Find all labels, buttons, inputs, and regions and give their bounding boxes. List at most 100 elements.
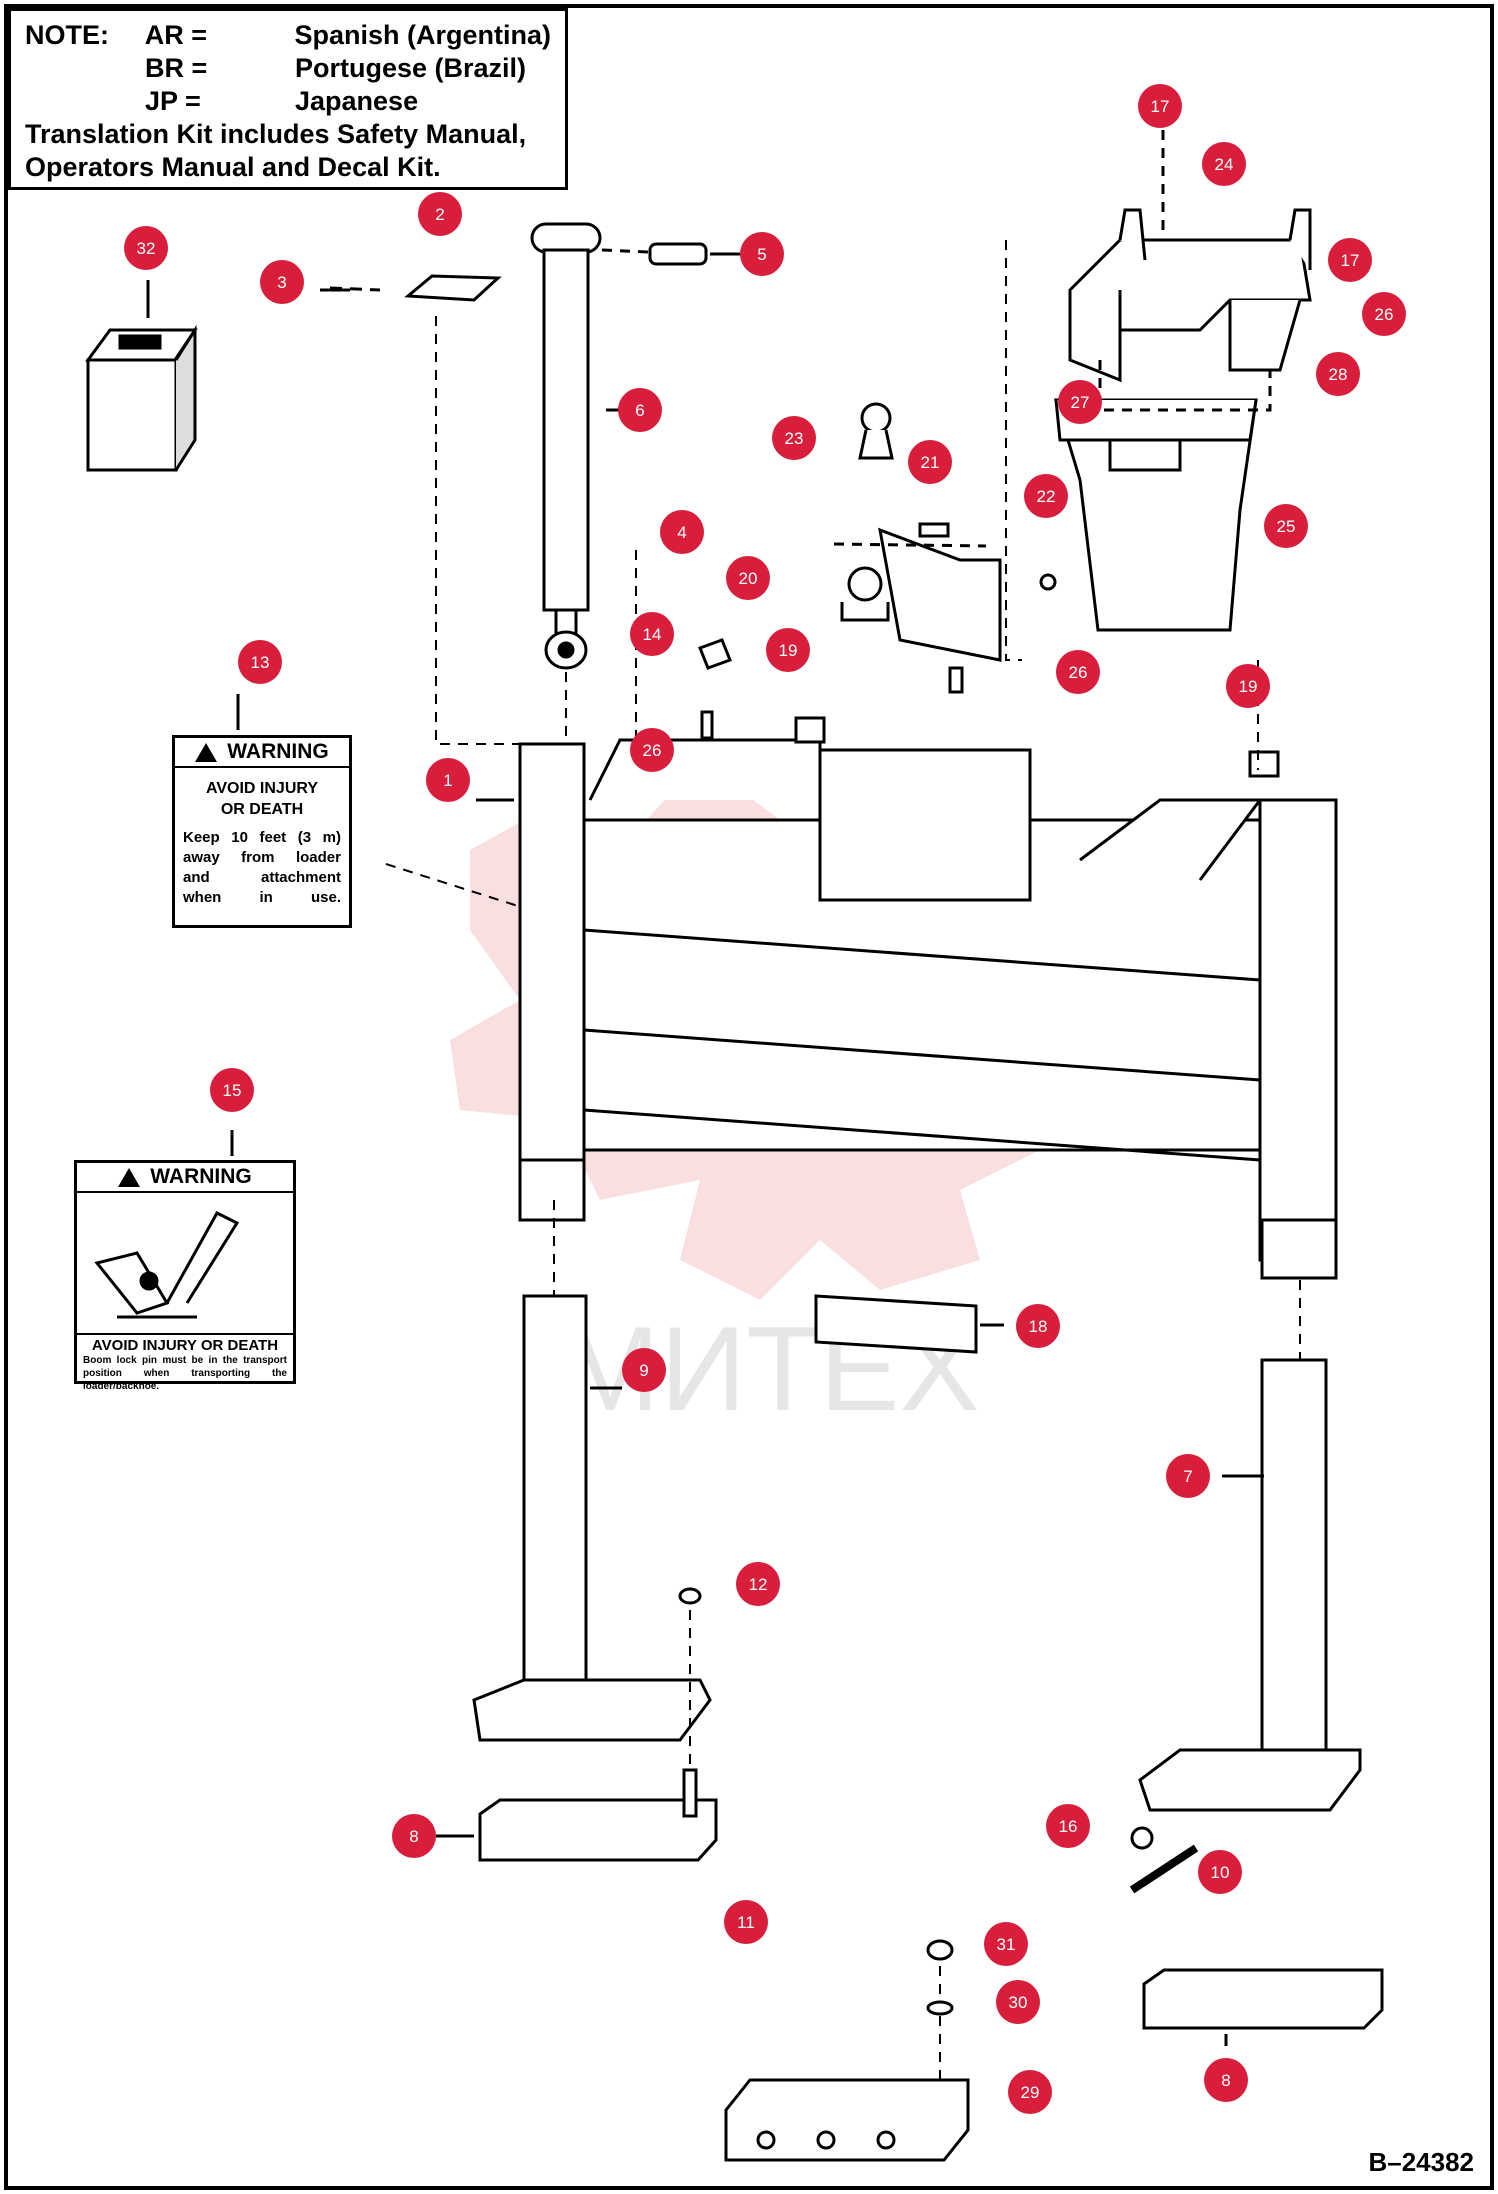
callout-32[interactable]: 32 [124,226,168,270]
callout-marker [260,260,304,304]
callout-7[interactable]: 7 [1166,1454,1210,1498]
part-5-pin [648,242,708,266]
callout-marker [1362,292,1406,336]
note-code: JP = [145,86,201,116]
callout-number: 25 [1277,517,1296,536]
part-30-washer [926,2000,954,2016]
callout-8[interactable]: 8 [392,1814,436,1858]
callout-21[interactable]: 21 [908,440,952,484]
callout-31[interactable]: 31 [984,1922,1028,1966]
part-19-handle-right [1248,750,1280,778]
callout-number: 12 [749,1575,768,1594]
callout-23[interactable]: 23 [772,416,816,460]
part-9-stand-left [472,1294,712,1742]
callout-1[interactable]: 1 [426,758,470,802]
callout-number: 24 [1215,155,1234,174]
callout-16[interactable]: 16 [1046,1804,1090,1848]
callout-17[interactable]: 17 [1138,84,1182,128]
callout-14[interactable]: 14 [630,612,674,656]
decal-body-line: Keep 10 feet (3 m) [183,829,341,846]
translation-note: NOTE: AR = Spanish (Argentina) BR = Port… [8,8,568,190]
callout-number: 18 [1029,1317,1048,1336]
decal-title-line-2: OR DEATH [220,801,304,818]
callout-marker [124,226,168,270]
decal-title: AVOID INJURY OR DEATH [77,1333,293,1354]
callout-marker [1166,1454,1210,1498]
callout-28[interactable]: 28 [1316,352,1360,396]
callout-number: 3 [277,273,286,292]
callout-18[interactable]: 18 [1016,1304,1060,1348]
callout-4[interactable]: 4 [660,510,704,554]
callout-17[interactable]: 17 [1328,238,1372,282]
decal-body-line: when in use. [183,889,341,906]
callout-number: 17 [1341,251,1360,270]
warning-heading: WARNING [227,740,329,763]
callout-marker [984,1922,1028,1966]
callout-26[interactable]: 26 [1056,650,1100,694]
callout-number: 15 [223,1081,242,1100]
callout-3[interactable]: 3 [260,260,304,304]
part-31-washer [926,1939,954,1961]
callout-marker [1008,2070,1052,2114]
callout-19[interactable]: 19 [1226,664,1270,708]
callout-12[interactable]: 12 [736,1562,780,1606]
decal-body-line: and attachment [183,869,341,886]
warning-header: WARNING [175,738,349,768]
callout-marker [1316,352,1360,396]
callout-number: 10 [1211,1863,1230,1882]
callout-10[interactable]: 10 [1198,1850,1242,1894]
callout-5[interactable]: 5 [740,232,784,276]
note-row-br: BR = Portugese (Brazil) [25,52,551,85]
callout-26[interactable]: 26 [630,728,674,772]
callout-marker [630,728,674,772]
callout-marker [1328,238,1372,282]
callout-marker [1024,474,1068,518]
callout-27[interactable]: 27 [1058,380,1102,424]
callout-8[interactable]: 8 [1204,2058,1248,2102]
part-32-manual-kit [85,324,198,472]
callout-number: 29 [1021,2083,1040,2102]
callout-marker [726,556,770,600]
callout-2[interactable]: 2 [418,192,462,236]
note-language: Spanish (Argentina) [294,20,551,50]
callout-marker [1046,1804,1090,1848]
part-19-handle-left [794,716,826,744]
note-kit-line-2: Operators Manual and Decal Kit. [25,152,441,182]
callout-6[interactable]: 6 [618,388,662,432]
part-12-nut [678,1587,702,1605]
outer-border [4,4,1494,2190]
callout-marker [392,1814,436,1858]
callout-number: 26 [1069,663,1088,682]
callout-number: 19 [779,641,798,660]
callout-number: 17 [1151,97,1170,116]
callout-number: 27 [1071,393,1090,412]
callout-29[interactable]: 29 [1008,2070,1052,2114]
callout-20[interactable]: 20 [726,556,770,600]
part-18-decal [814,1294,978,1354]
callout-9[interactable]: 9 [622,1348,666,1392]
callout-marker [660,510,704,554]
callout-marker [630,612,674,656]
callout-30[interactable]: 30 [996,1980,1040,2024]
part-21-bolt [918,522,950,538]
callout-15[interactable]: 15 [210,1068,254,1112]
decal-body: Keep 10 feet (3 m) away from loader and … [175,828,349,908]
callout-25[interactable]: 25 [1264,504,1308,548]
callout-marker [618,388,662,432]
callout-number: 8 [1221,2071,1230,2090]
callout-22[interactable]: 22 [1024,474,1068,518]
callout-19[interactable]: 19 [766,628,810,672]
part-6-cylinder [530,222,602,670]
callout-marker [1058,380,1102,424]
callout-number: 20 [739,569,758,588]
callout-number: 32 [137,239,156,258]
callout-13[interactable]: 13 [238,640,282,684]
callout-marker [418,192,462,236]
decal-body: Boom lock pin must be in the transport p… [83,1355,287,1392]
callout-number: 7 [1183,1467,1192,1486]
callout-24[interactable]: 24 [1202,142,1246,186]
callout-26[interactable]: 26 [1362,292,1406,336]
callout-11[interactable]: 11 [724,1900,768,1944]
part-1-frame [518,738,1338,1280]
part-20-mount-plate [840,527,1002,662]
